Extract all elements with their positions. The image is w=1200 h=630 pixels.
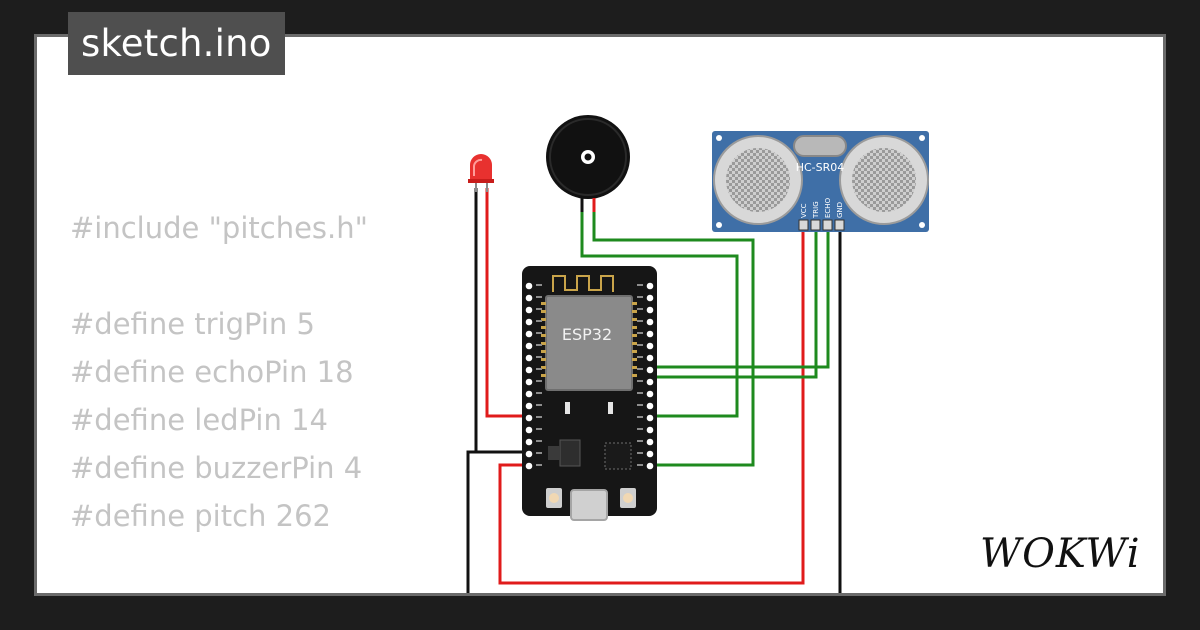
wire-led-anode bbox=[485, 188, 526, 418]
mcu-label: ESP32 bbox=[562, 325, 612, 344]
sketch-filename-tab[interactable]: sketch.ino bbox=[68, 12, 285, 75]
sensor-pin-label: GND bbox=[836, 202, 844, 218]
ultrasonic-sensor[interactable]: HC-SR04 VCC TRIG ECHO GND bbox=[712, 131, 929, 232]
sensor-pin-label: ECHO bbox=[824, 197, 832, 218]
wire-buzzer-a bbox=[580, 200, 739, 418]
wire-echo bbox=[652, 228, 830, 369]
sensor-pin-label: TRIG bbox=[812, 201, 820, 219]
code-line: #define ledPin 14 bbox=[70, 403, 328, 437]
buzzer-component[interactable] bbox=[546, 115, 630, 212]
code-line: #define trigPin 5 bbox=[70, 307, 315, 341]
sensor-label: HC-SR04 bbox=[796, 161, 845, 174]
sensor-pin-label: VCC bbox=[800, 203, 808, 218]
wire-gnd-down bbox=[466, 450, 526, 593]
led-component[interactable] bbox=[468, 154, 494, 192]
wires bbox=[466, 188, 842, 593]
code-line: #define echoPin 18 bbox=[70, 355, 354, 389]
wire-led-cathode bbox=[474, 188, 526, 454]
code-preview: #include "pitches.h" #define trigPin 5 #de… bbox=[70, 204, 526, 593]
wire-buzzer-b bbox=[592, 200, 755, 467]
code-line: #define pitch 262 bbox=[70, 499, 331, 533]
wire-trig bbox=[652, 228, 818, 379]
brand-name: WOKWi bbox=[980, 531, 1141, 577]
esp32-board[interactable]: ESP32 bbox=[522, 266, 657, 521]
wire-vcc bbox=[498, 228, 805, 585]
wokwi-logo-icon: WOKWi bbox=[980, 531, 1141, 577]
code-line: #define buzzerPin 4 bbox=[70, 451, 363, 485]
code-line: #include "pitches.h" bbox=[70, 211, 368, 245]
